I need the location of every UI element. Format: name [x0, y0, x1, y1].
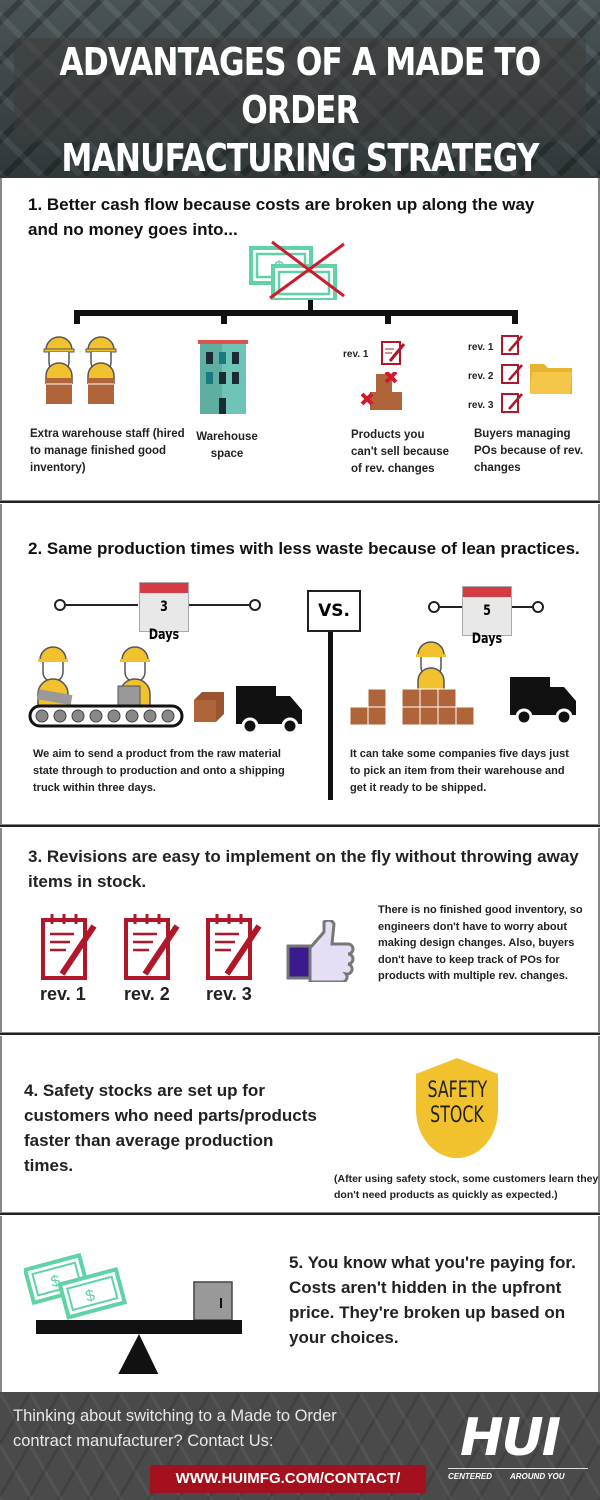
- tree-branch: [221, 310, 227, 324]
- rev-label: rev. 1: [343, 349, 369, 360]
- timeline-start: [54, 599, 66, 611]
- days-label: 5 Days: [471, 603, 503, 647]
- timeline-line: [512, 606, 532, 608]
- item-label: Products you can't sell because of rev. …: [351, 429, 449, 475]
- section-transparent-costs: $ $ 5. You know what you're paying for. …: [0, 1216, 600, 1392]
- logo-text: HUI: [460, 1408, 561, 1468]
- warehouse-workers-icon: [43, 336, 117, 404]
- section3-heading: 3. Revisions are easy to implement on th…: [28, 847, 579, 891]
- tree-branch: [74, 310, 80, 324]
- title-band: [14, 38, 586, 142]
- contact-url-link[interactable]: WWW.HUIMFG.COM/CONTACT/: [150, 1465, 426, 1493]
- tagline-right: AROUND YOU: [510, 1472, 565, 1481]
- timeline-line: [440, 606, 462, 608]
- timeline-line: [66, 604, 138, 606]
- timeline-end: [249, 599, 261, 611]
- timeline-line: [189, 604, 249, 606]
- revision-notepad-icon: [41, 914, 97, 980]
- crossed-out-money-icon: $: [249, 240, 345, 300]
- tree-stem: [308, 300, 313, 312]
- section-safety-stock: 4. Safety stocks are set up for customer…: [0, 1036, 600, 1212]
- timeline-start: [428, 601, 440, 613]
- unsellable-boxes-icon: [360, 372, 402, 410]
- days-label: 3 Days: [148, 599, 180, 643]
- warehouse-picking-icon: [349, 641, 576, 726]
- section-cash-flow: 1. Better cash flow because costs are br…: [0, 178, 600, 500]
- section2-heading: 2. Same production times with less waste…: [28, 539, 580, 558]
- rev-label: rev. 1: [40, 984, 86, 1004]
- safety-note: (After using safety stock, some customer…: [334, 1173, 599, 1201]
- notepad-icon: [381, 341, 406, 365]
- right-description: It can take some companies five days jus…: [350, 748, 569, 794]
- section4-heading: 4. Safety stocks are set up for customer…: [24, 1081, 317, 1175]
- item-label: Buyers managing POs because of rev. chan…: [474, 428, 584, 474]
- rev-label: rev. 2: [468, 371, 494, 382]
- svg-text:$: $: [84, 1287, 97, 1306]
- divider: [0, 1212, 600, 1215]
- section5-heading: 5. You know what you're paying for. Cost…: [289, 1253, 576, 1347]
- rev-label: rev. 3: [468, 400, 494, 411]
- folder-icon: [530, 364, 572, 394]
- section3-description: There is no finished good inventory, so …: [378, 904, 583, 982]
- rev-label: rev. 1: [468, 342, 494, 353]
- timeline-end: [532, 601, 544, 613]
- divider: [0, 500, 600, 503]
- item-label: Extra warehouse staff (hired to manage f…: [30, 428, 185, 474]
- vs-sign: VS.: [307, 590, 361, 632]
- section-revisions: 3. Revisions are easy to implement on th…: [0, 828, 600, 1032]
- footer-cta: Thinking about switching to a Made to Or…: [0, 1392, 600, 1500]
- badge-line: STOCK: [430, 1103, 484, 1128]
- tree-bar: [74, 310, 518, 316]
- thumbs-up-icon: [286, 920, 355, 982]
- conveyor-production-icon: [28, 646, 302, 734]
- divider: [0, 824, 600, 827]
- contact-prompt: Thinking about switching to a Made to Or…: [13, 1407, 337, 1450]
- item-label: Warehouse space: [196, 431, 258, 460]
- revision-notepad-icon: [124, 914, 180, 980]
- vs-post: [328, 632, 333, 800]
- calendar-icon: 5 Days: [462, 586, 512, 647]
- rev-label: rev. 2: [124, 984, 170, 1004]
- rev-label: rev. 3: [206, 984, 252, 1004]
- revision-notepad-icon: [206, 914, 262, 980]
- badge-line: SAFETY: [427, 1078, 488, 1103]
- balance-scale-icon: $ $: [24, 1252, 242, 1374]
- tree-branch: [512, 310, 518, 324]
- hui-logo: HUI CENTERED AROUND YOU: [448, 1410, 588, 1490]
- calendar-icon: 3 Days: [139, 582, 189, 643]
- section1-heading: 1. Better cash flow because costs are br…: [28, 195, 535, 239]
- warehouse-building-icon: [198, 340, 248, 414]
- left-description: We aim to send a product from the raw ma…: [33, 748, 285, 794]
- tagline-left: CENTERED: [448, 1472, 493, 1481]
- divider: [0, 1032, 600, 1035]
- section-production-times: 2. Same production times with less waste…: [0, 504, 600, 824]
- tree-branch: [385, 310, 391, 324]
- notepad-stack-icon: [501, 335, 523, 413]
